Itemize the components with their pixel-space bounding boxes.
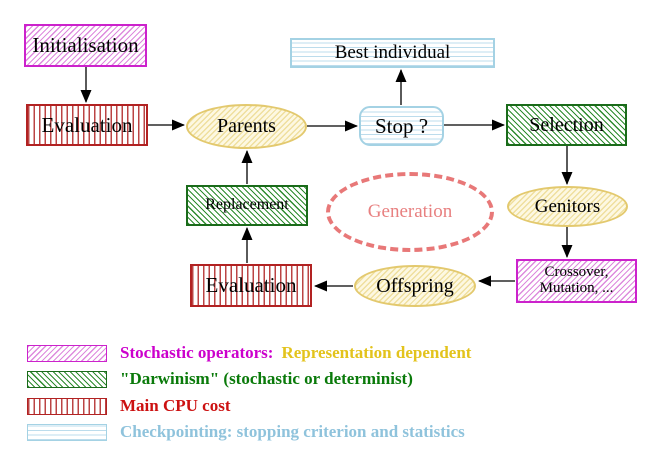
legend-label-stochastic-operators: Stochastic operators: [120,343,274,362]
node-initialisation-label: Initialisation [32,33,139,58]
node-crossover-label-line2: Mutation, ... [539,280,614,296]
node-stop-label: Stop ? [374,113,429,138]
node-evaluation-bottom-label: Evaluation [205,273,297,298]
node-offspring-label: Offspring [376,274,454,297]
node-initialisation: Initialisation [24,24,147,67]
node-evaluation-bottom: Evaluation [190,264,312,307]
legend-swatch-magenta-hatch [27,344,107,362]
node-best-individual-label: Best individual [334,42,451,64]
legend-label-cpu-cost: Main CPU cost [120,396,231,415]
node-genitors-label: Genitors [534,195,601,217]
node-selection: Selection [506,104,627,146]
node-best-individual: Best individual [290,38,495,68]
legend-label-representation-dependent: Representation dependent [281,343,472,362]
node-stop: Stop ? [359,106,444,146]
generation-label: Generation [367,201,453,223]
node-crossover-label-line1: Crossover, [544,264,609,281]
node-offspring: Offspring [354,265,476,307]
legend-label-checkpointing: Checkpointing: stopping criterion and st… [120,422,465,441]
node-parents-label: Parents [217,115,276,137]
generation-loop-ellipse: Generation [326,172,494,252]
node-evaluation-top: Evaluation [26,104,148,146]
legend-row-darwinism: "Darwinism" (stochastic or determinist) [27,369,413,388]
node-crossover-mutation: Crossover, Mutation, ... [516,259,637,303]
legend-row-checkpointing: Checkpointing: stopping criterion and st… [27,422,465,441]
node-parents: Parents [186,104,307,149]
legend-row-cpu-cost: Main CPU cost [27,396,231,415]
legend-swatch-cyan-lines [27,423,107,441]
legend-label-darwinism: "Darwinism" (stochastic or determinist) [120,369,413,388]
legend-row-stochastic-operators: Stochastic operators: Representation dep… [27,343,472,362]
node-genitors: Genitors [507,186,628,227]
legend-swatch-red-lines [27,397,107,415]
node-evaluation-top-label: Evaluation [41,112,133,137]
node-replacement: Replacement [186,185,308,226]
legend-swatch-green-hatch [27,370,107,388]
node-replacement-label: Replacement [205,196,289,214]
node-selection-label: Selection [529,113,604,136]
